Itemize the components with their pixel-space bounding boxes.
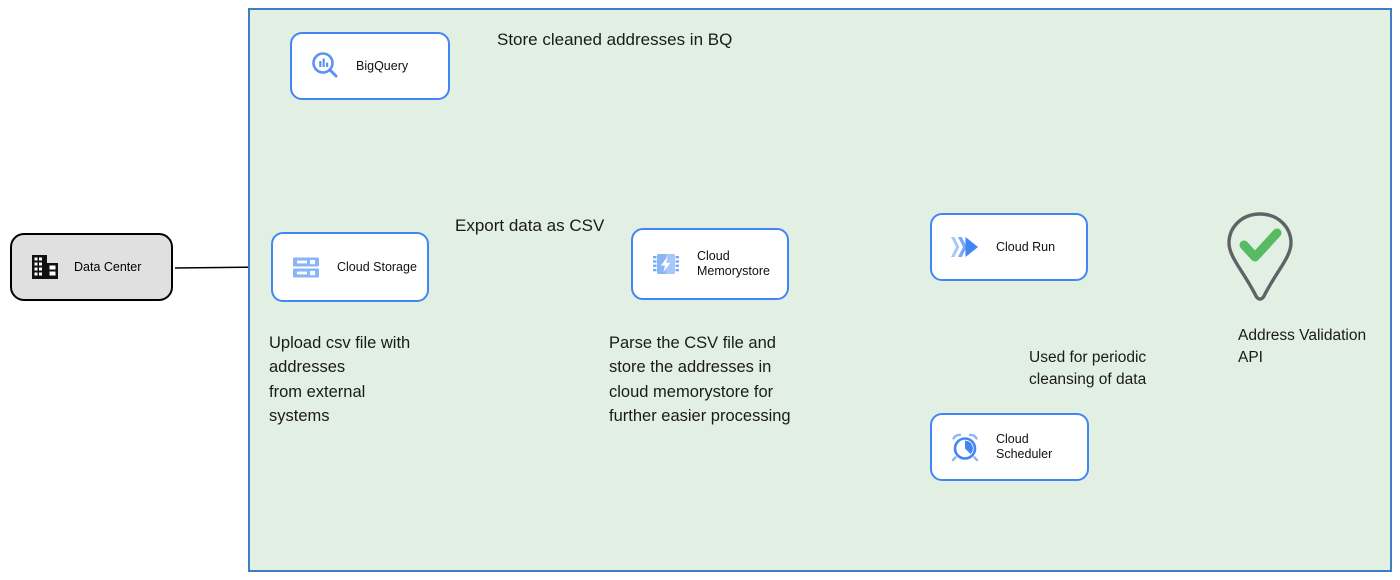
google-cloud-boundary (248, 8, 1392, 572)
node-label-memorystore: Cloud Memorystore (697, 249, 770, 278)
caption-periodic-cleansing: Used for periodic cleansing of data (1029, 349, 1147, 388)
node-cloud-storage[interactable]: Cloud Storage (271, 232, 429, 302)
node-memorystore[interactable]: Cloud Memorystore (631, 228, 789, 300)
cloud-storage-buckets-icon (289, 250, 323, 284)
node-address-validation-api[interactable] (1222, 210, 1298, 306)
edge-label-export-data-as-csv: Export data as CSV (455, 216, 605, 235)
edge-label-store-cleaned-addresses: Store cleaned addresses in BQ (497, 30, 733, 49)
node-label-address-validation-api: Address Validation API (1238, 327, 1367, 366)
map-pin-check-icon (1227, 212, 1293, 301)
building-icon (30, 252, 60, 282)
memorystore-chip-bolt-icon (649, 247, 683, 281)
cloud-scheduler-alarm-clock-icon (948, 430, 982, 464)
node-data-center[interactable]: Data Center (10, 233, 173, 301)
node-bigquery[interactable]: BigQuery (290, 32, 450, 100)
cloud-run-chevrons-icon (948, 230, 982, 264)
caption-upload-csv: Upload csv file with addresses from exte… (269, 334, 411, 425)
node-label-bigquery: BigQuery (356, 58, 409, 73)
node-label-cloud-scheduler: Cloud Scheduler (996, 432, 1053, 461)
node-label-cloud-run: Cloud Run (996, 239, 1056, 254)
caption-parse-csv: Parse the CSV file and store the address… (609, 334, 791, 425)
node-cloud-run[interactable]: Cloud Run (930, 213, 1088, 281)
bigquery-magnifier-barchart-icon (308, 49, 342, 83)
node-label-cloud-storage: Cloud Storage (337, 259, 417, 274)
node-label-data-center: Data Center (74, 260, 142, 274)
node-cloud-scheduler[interactable]: Cloud Scheduler (930, 413, 1089, 481)
